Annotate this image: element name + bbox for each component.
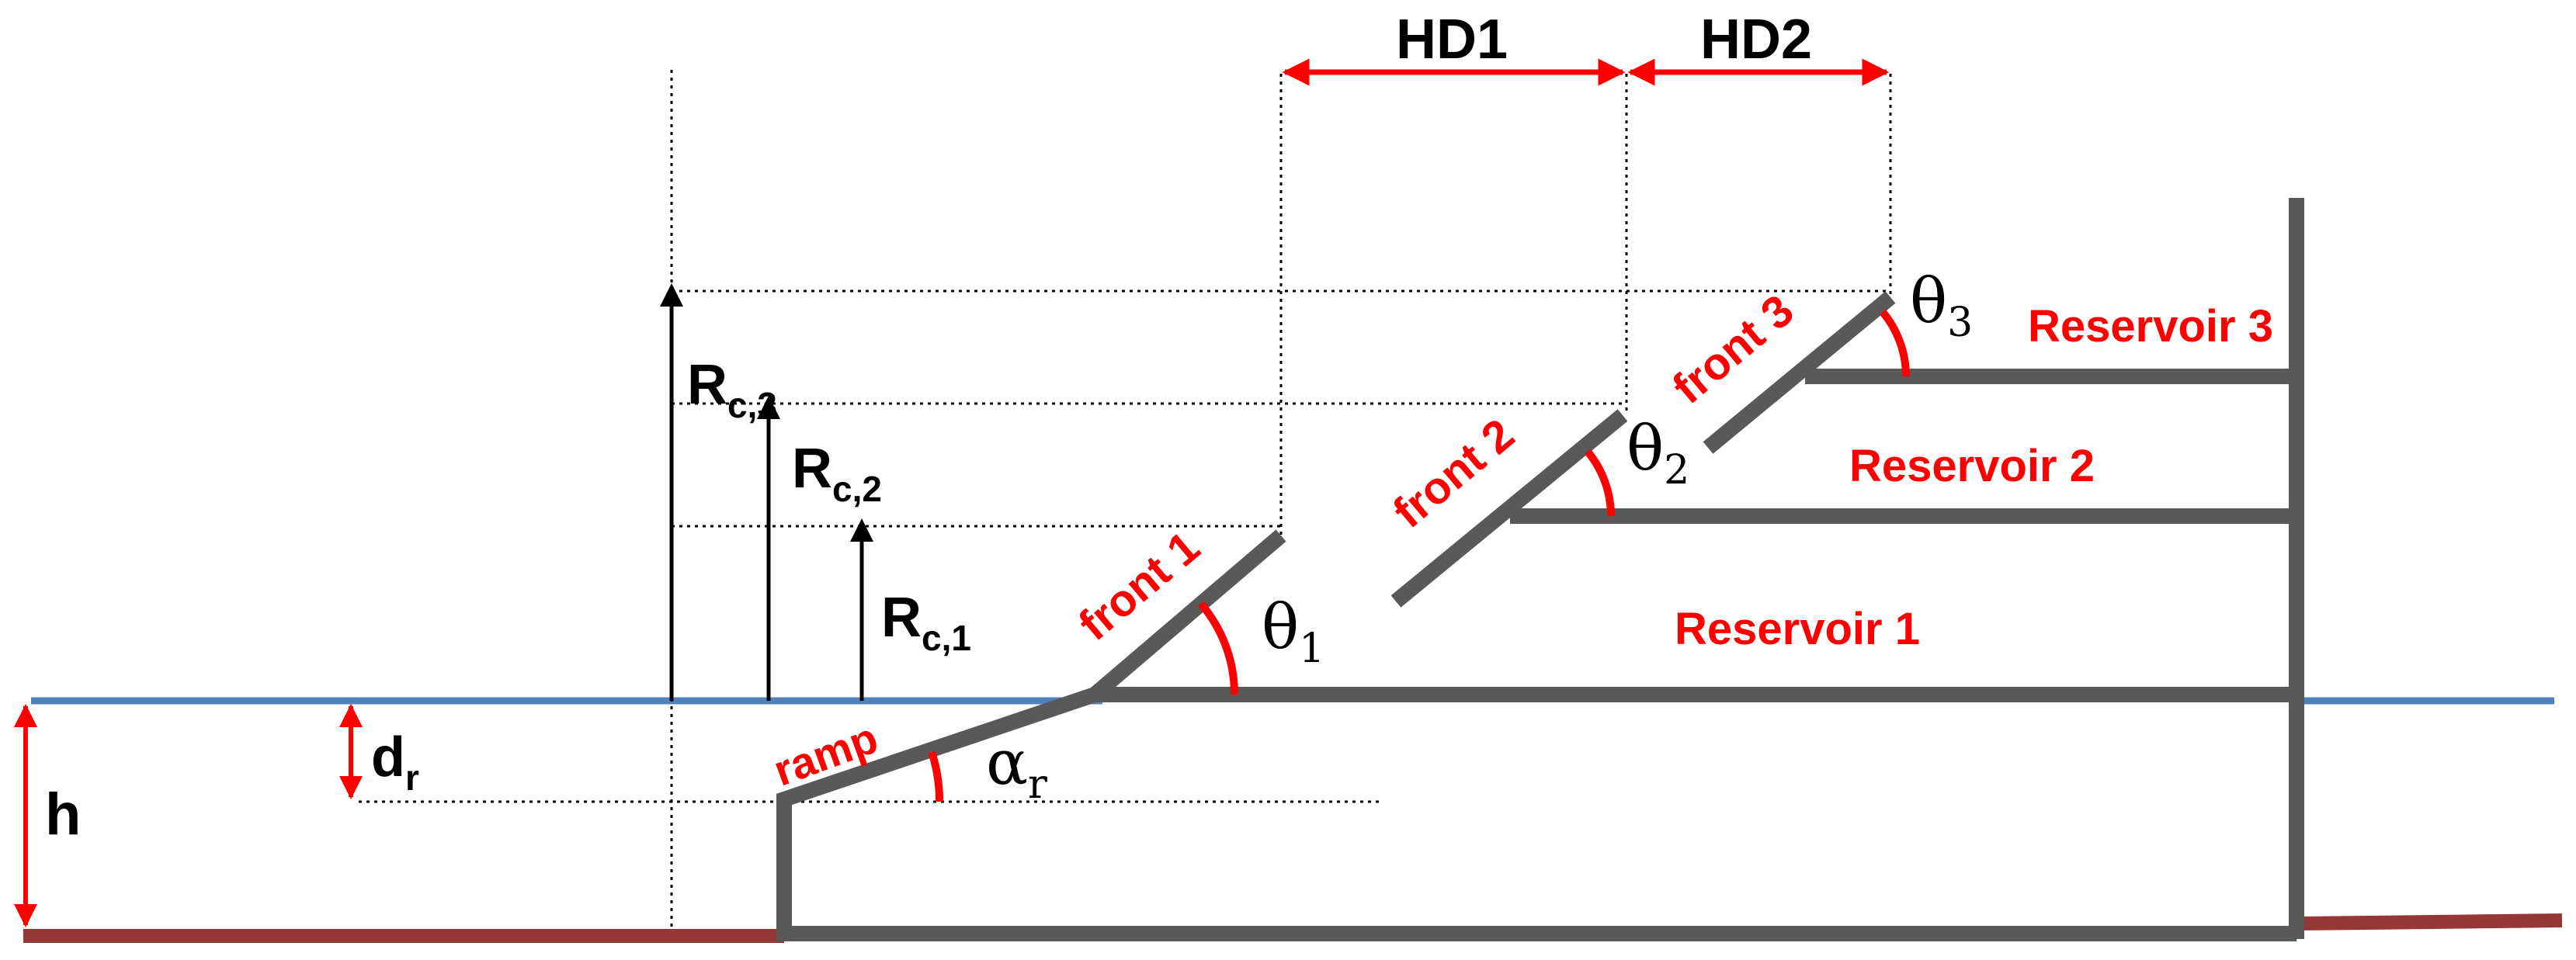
- theta-2-label: θ2: [1626, 412, 1689, 494]
- front-1-slope: [1089, 529, 1286, 701]
- front-2-slope: [1390, 409, 1628, 608]
- hd2-label: HD2: [1700, 9, 1812, 71]
- reservoir-3-label: Reservoir 3: [2028, 301, 2273, 352]
- reference-lines: [359, 70, 1892, 931]
- overtopping-structure: [776, 198, 2304, 941]
- rc-1-label: Rc,1: [881, 587, 971, 658]
- theta-1-label: θ1: [1262, 591, 1324, 672]
- front-3-slope: [1703, 291, 1896, 454]
- theta-1-arc: [1198, 601, 1239, 695]
- alpha-r-arc: [928, 750, 944, 802]
- hd1-label: HD1: [1396, 9, 1508, 71]
- theta-2-arc: [1585, 449, 1615, 517]
- alpha-r-label: αr: [986, 726, 1047, 808]
- dr-label: dr: [371, 726, 419, 798]
- theta-3-label: θ3: [1910, 265, 1973, 346]
- reservoir-2-label: Reservoir 2: [1849, 441, 2095, 491]
- sea-bed-right: [2297, 913, 2563, 931]
- rc-2-label: Rc,2: [792, 438, 882, 509]
- front-1-label: front 1: [1069, 522, 1209, 650]
- theta-3-arc: [1880, 309, 1910, 377]
- h-label: h: [45, 782, 81, 847]
- reservoir-1-label: Reservoir 1: [1675, 604, 1920, 654]
- rc-3-label: Rc,3: [687, 354, 777, 425]
- structure-body: [776, 687, 2298, 936]
